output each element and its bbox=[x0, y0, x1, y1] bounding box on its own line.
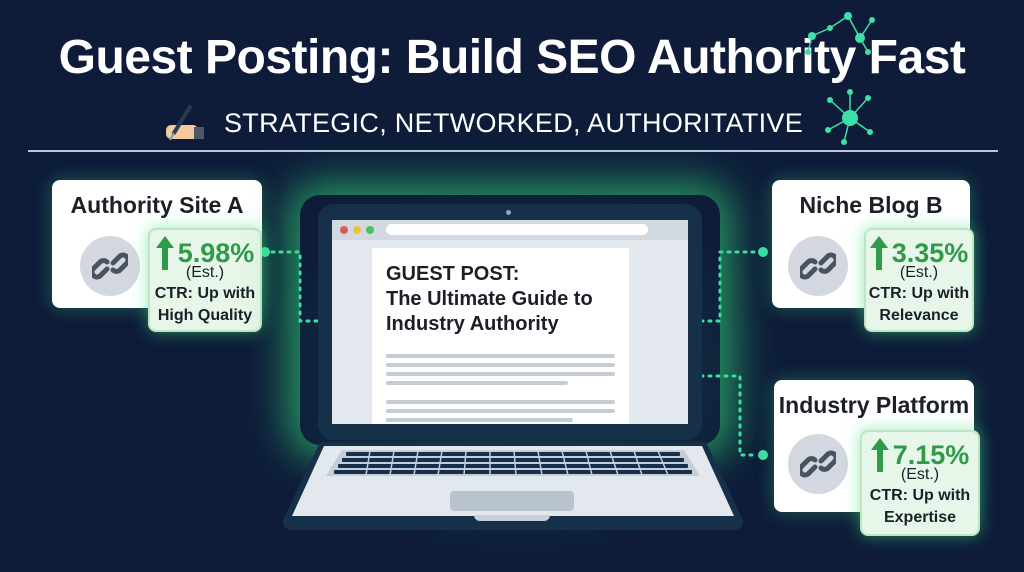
subtitle-row: STRATEGIC, NETWORKED, AUTHORITATIVE bbox=[160, 103, 803, 143]
ctr-change: 5.98% bbox=[177, 237, 255, 268]
up-arrow-icon bbox=[155, 236, 174, 270]
text-placeholder-line bbox=[386, 354, 615, 358]
close-dot-icon[interactable] bbox=[340, 226, 348, 234]
address-bar[interactable] bbox=[386, 224, 648, 235]
estimate-label: (Est.) bbox=[185, 264, 225, 281]
card-title: Authority Site A bbox=[70, 192, 244, 218]
link-icon-circle bbox=[788, 434, 848, 494]
up-arrow-icon bbox=[870, 438, 889, 472]
text-placeholder-line bbox=[386, 372, 615, 376]
maximize-dot-icon[interactable] bbox=[366, 226, 374, 234]
text-placeholder-line bbox=[386, 409, 615, 413]
writing-hand-icon bbox=[166, 105, 204, 141]
laptop-notch bbox=[474, 515, 550, 521]
text-placeholder-line bbox=[386, 381, 568, 385]
camera-icon bbox=[506, 210, 511, 215]
ctr-line2: High Quality bbox=[157, 307, 253, 324]
ctr-line1: CTR: Up with bbox=[868, 285, 970, 302]
trackpad bbox=[450, 491, 574, 511]
ctr-line2: Expertise bbox=[883, 509, 957, 526]
network-nodes-icon bbox=[825, 89, 873, 145]
guest-post-page: GUEST POST: The Ultimate Guide to Indust… bbox=[372, 248, 629, 424]
ctr-line1: CTR: Up with bbox=[869, 487, 971, 504]
subtitle-text: STRATEGIC, NETWORKED, AUTHORITATIVE bbox=[224, 107, 804, 138]
stat-box-authority-site-a: 5.98% (Est.) CTR: Up with High Quality bbox=[148, 228, 262, 332]
header-divider bbox=[28, 150, 998, 152]
link-icon-circle bbox=[80, 236, 140, 296]
post-title-line1: GUEST POST: bbox=[386, 263, 520, 285]
link-icon bbox=[800, 450, 836, 478]
minimize-dot-icon[interactable] bbox=[353, 226, 361, 234]
text-placeholder-line bbox=[386, 418, 573, 422]
laptop-screen: GUEST POST: The Ultimate Guide to Indust… bbox=[318, 204, 702, 440]
laptop-keyboard-base bbox=[283, 442, 743, 530]
link-icon bbox=[800, 252, 836, 280]
stat-box-industry-platform: 7.15% (Est.) CTR: Up with Expertise bbox=[860, 430, 980, 536]
ctr-line1: CTR: Up with bbox=[154, 285, 256, 302]
card-title: Niche Blog B bbox=[799, 192, 943, 218]
estimate-label: (Est.) bbox=[899, 264, 939, 281]
network-nodes-icon bbox=[805, 12, 875, 55]
stat-box-niche-blog-b: 3.35% (Est.) CTR: Up with Relevance bbox=[864, 228, 974, 332]
browser-toolbar bbox=[332, 220, 688, 240]
post-title-line3: Industry Authority bbox=[386, 313, 559, 335]
link-icon-circle bbox=[788, 236, 848, 296]
estimate-label: (Est.) bbox=[900, 466, 940, 483]
ctr-change: 7.15% bbox=[892, 439, 970, 470]
post-title-line2: The Ultimate Guide to bbox=[386, 288, 593, 310]
up-arrow-icon bbox=[869, 236, 888, 270]
link-icon bbox=[92, 252, 128, 280]
ctr-change: 3.35% bbox=[891, 237, 969, 268]
browser-window: GUEST POST: The Ultimate Guide to Indust… bbox=[332, 220, 688, 424]
text-placeholder-line bbox=[386, 400, 615, 404]
text-placeholder-line bbox=[386, 363, 615, 367]
card-title: Industry Platform bbox=[778, 392, 970, 418]
page-title: Guest Posting: Build SEO Authority Fast bbox=[58, 31, 966, 84]
ctr-line2: Relevance bbox=[879, 307, 959, 324]
